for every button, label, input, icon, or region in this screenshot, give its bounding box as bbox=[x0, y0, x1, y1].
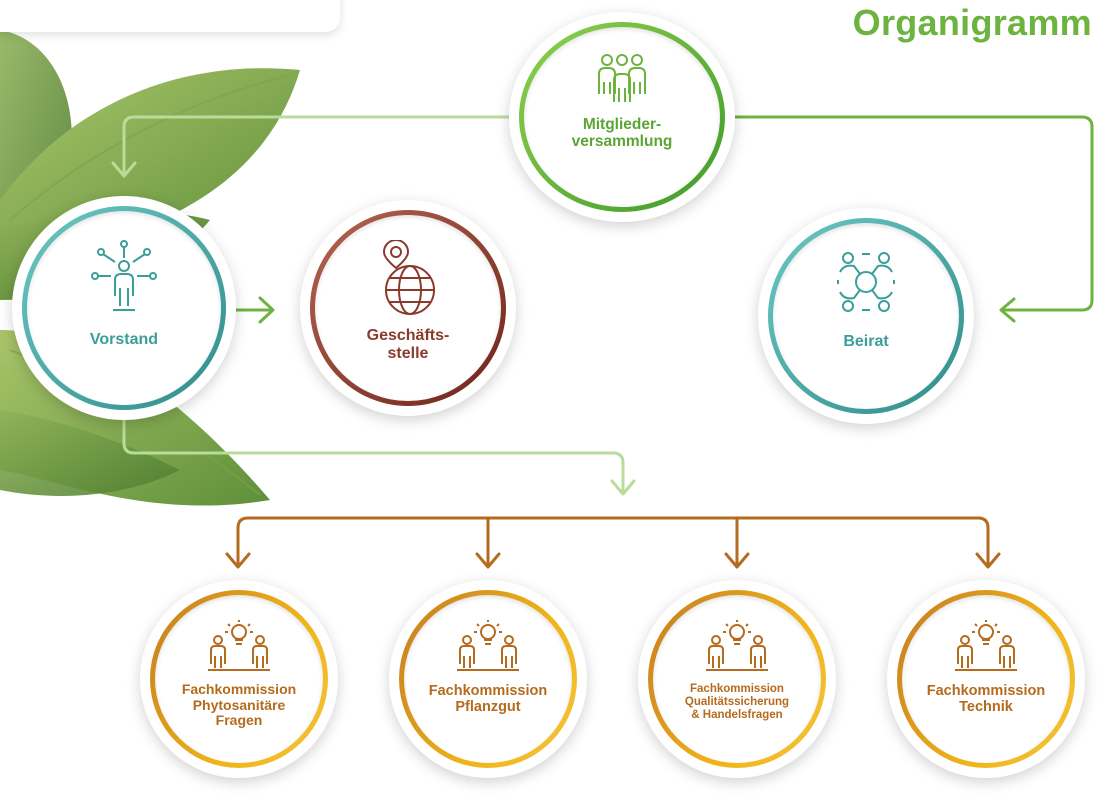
arrow-distribution-fachkommissionen bbox=[225, 516, 1001, 569]
node-fachkommission-technik: Fachkommission Technik bbox=[887, 580, 1085, 778]
top-card bbox=[0, 0, 340, 32]
arrow-vorstand-geschaeftsstelle bbox=[234, 296, 275, 324]
node-mitgliederversammlung: Mitglieder- versammlung bbox=[509, 12, 735, 222]
node-label: Fachkommission Phytosanitäre Fragen bbox=[181, 681, 297, 729]
people-idea-icon bbox=[457, 618, 519, 679]
node-geschaeftsstelle: Geschäfts- stelle bbox=[300, 200, 516, 416]
people-idea-icon bbox=[706, 618, 768, 679]
node-label: Geschäfts- stelle bbox=[366, 327, 450, 362]
node-label: Vorstand bbox=[89, 331, 159, 348]
people-idea-icon bbox=[955, 618, 1017, 679]
node-label: Beirat bbox=[843, 333, 889, 350]
node-fachkommission-pflanzgut: Fachkommission Pflanzgut bbox=[389, 580, 587, 778]
network-person-icon bbox=[91, 240, 157, 321]
page-title: Organigramm bbox=[852, 2, 1092, 43]
team-circle-icon bbox=[834, 250, 898, 319]
node-vorstand: Vorstand bbox=[12, 196, 236, 420]
arrow-vorstand-fachkommissionen bbox=[122, 418, 636, 496]
people-idea-icon bbox=[208, 618, 270, 679]
node-label: Mitglieder- versammlung bbox=[571, 116, 673, 151]
node-label: Fachkommission Qualitätssicherung & Hand… bbox=[684, 683, 790, 721]
node-label: Fachkommission Pflanzgut bbox=[428, 683, 548, 716]
arrow-mitglieder-beirat bbox=[720, 115, 1094, 323]
group-people-icon bbox=[593, 52, 651, 109]
node-beirat: Beirat bbox=[758, 208, 974, 424]
node-label: Fachkommission Technik bbox=[926, 683, 1046, 716]
globe-location-gear-icon bbox=[376, 239, 440, 323]
node-fachkommission-qualitaetssicherung: Fachkommission Qualitätssicherung & Hand… bbox=[638, 580, 836, 778]
arrow-mitglieder-vorstand bbox=[111, 115, 522, 178]
node-fachkommission-phytosanitaere-fragen: Fachkommission Phytosanitäre Fragen bbox=[140, 580, 338, 778]
